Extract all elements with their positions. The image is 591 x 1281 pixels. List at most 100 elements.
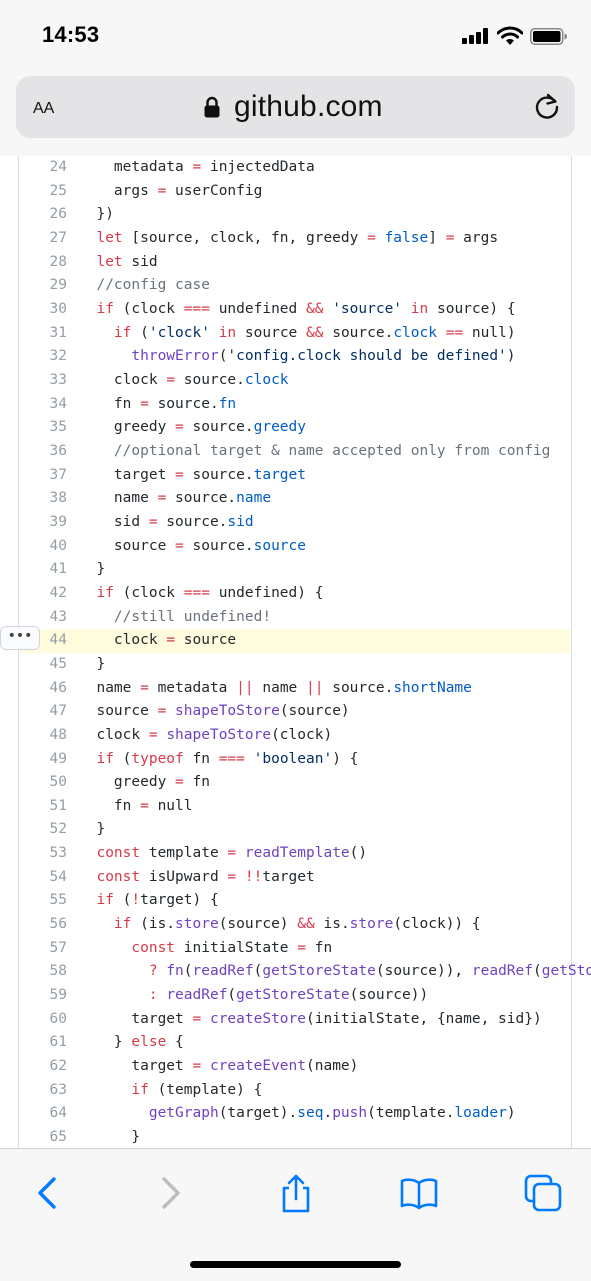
line-number[interactable]: 46 — [49, 679, 67, 696]
reload-icon[interactable] — [533, 93, 561, 121]
code-token: (is. — [131, 916, 176, 933]
code-line: 52 } — [19, 818, 570, 842]
back-icon[interactable] — [28, 1173, 68, 1213]
code-token: shapeToStore — [166, 726, 272, 743]
line-number[interactable]: 57 — [49, 939, 67, 956]
code-token: === — [218, 750, 245, 767]
code-token: (name) — [306, 1058, 359, 1075]
code-line: 51 fn = null — [19, 795, 570, 819]
code-token: = — [175, 774, 184, 791]
line-number[interactable]: 31 — [49, 324, 67, 341]
code-text: args = userConfig — [79, 180, 262, 204]
code-line: 30 if (clock === undefined && 'source' i… — [19, 298, 570, 322]
line-number[interactable]: 43 — [49, 608, 67, 625]
line-number[interactable]: 25 — [49, 182, 67, 199]
code-token: target — [253, 466, 306, 483]
line-number[interactable]: 62 — [49, 1058, 67, 1075]
line-number[interactable]: 40 — [49, 537, 67, 554]
expand-lines-button[interactable]: ••• — [0, 626, 40, 650]
line-number[interactable]: 55 — [49, 892, 67, 909]
share-icon[interactable] — [276, 1173, 316, 1213]
line-number[interactable]: 36 — [49, 442, 67, 459]
line-number[interactable]: 61 — [49, 1034, 67, 1051]
line-number[interactable]: 38 — [49, 490, 67, 507]
tabs-icon[interactable] — [523, 1173, 563, 1213]
line-number[interactable]: 28 — [49, 253, 67, 270]
address-bar[interactable]: AA github.com — [16, 76, 575, 138]
code-text: }) — [79, 203, 113, 227]
bottom-toolbar — [0, 1148, 591, 1281]
line-number[interactable]: 63 — [49, 1081, 67, 1098]
code-token: (clock — [113, 584, 184, 601]
code-token: name — [79, 490, 158, 507]
code-token: target — [79, 1058, 193, 1075]
code-token: clock — [79, 726, 149, 743]
line-number[interactable]: 45 — [49, 655, 67, 672]
line-number[interactable]: 35 — [49, 419, 67, 436]
line-number[interactable]: 34 — [49, 395, 67, 412]
code-token: const — [79, 939, 176, 956]
code-text: const initialState = fn — [79, 937, 332, 961]
code-line: 43 //still undefined! — [19, 606, 570, 630]
line-number[interactable]: 24 — [49, 159, 67, 175]
code-line: 53 const template = readTemplate() — [19, 842, 570, 866]
line-number[interactable]: 50 — [49, 774, 67, 791]
code-token: = — [175, 466, 184, 483]
line-number[interactable]: 52 — [49, 821, 67, 838]
code-token: fn — [79, 797, 141, 814]
code-token: if — [79, 300, 114, 317]
code-text: //config case — [79, 274, 210, 298]
code-line: 64 getGraph(target).seq.push(template.lo… — [19, 1102, 570, 1126]
code-token: greedy — [79, 419, 176, 436]
code-token: false — [384, 229, 429, 246]
line-number[interactable]: 51 — [49, 797, 67, 814]
code-token: source. — [157, 513, 228, 530]
line-number[interactable]: 41 — [49, 561, 67, 578]
code-line: 36 //optional target & name accepted onl… — [19, 440, 570, 464]
code-token — [158, 727, 167, 743]
line-number[interactable]: 42 — [49, 584, 67, 601]
code-line: 55 if (!target) { — [19, 889, 570, 913]
line-number[interactable]: 65 — [49, 1129, 67, 1146]
line-number[interactable]: 54 — [49, 868, 67, 885]
line-number[interactable]: 60 — [49, 1010, 67, 1027]
line-number[interactable]: 48 — [49, 726, 67, 743]
code-token: = — [148, 726, 158, 743]
line-number[interactable]: 30 — [49, 300, 67, 317]
code-token: createEvent — [209, 1058, 306, 1075]
code-token: ( — [131, 324, 149, 341]
line-number[interactable]: 26 — [49, 206, 67, 223]
line-number[interactable]: 59 — [49, 987, 67, 1004]
code-token: ( — [253, 963, 263, 980]
code-token: name — [236, 490, 272, 507]
code-text: target = createEvent(name) — [79, 1055, 358, 1079]
code-text: greedy = fn — [79, 771, 210, 795]
line-number[interactable]: 53 — [49, 845, 67, 862]
reader-settings-button[interactable]: AA — [33, 93, 54, 119]
line-number[interactable]: 58 — [49, 963, 67, 980]
line-number[interactable]: 64 — [49, 1105, 67, 1122]
line-number[interactable]: 39 — [49, 513, 67, 530]
line-number[interactable]: 56 — [49, 916, 67, 933]
code-token: source. — [183, 537, 254, 554]
code-token: if — [79, 324, 132, 341]
line-number[interactable]: 33 — [49, 371, 67, 388]
line-number[interactable]: 37 — [49, 466, 67, 483]
bookmarks-icon[interactable] — [399, 1173, 439, 1213]
line-number[interactable]: 49 — [49, 750, 67, 767]
line-number[interactable]: 47 — [49, 703, 67, 720]
code-token: = — [175, 419, 184, 436]
url-domain[interactable]: github.com — [234, 90, 383, 123]
line-number[interactable]: 32 — [49, 348, 67, 365]
line-number[interactable]: 29 — [49, 277, 67, 294]
code-token: () — [349, 845, 368, 862]
code-token — [79, 963, 149, 979]
code-token — [323, 301, 332, 317]
line-number[interactable]: 27 — [49, 229, 67, 246]
code-text: //optional target & name accepted only f… — [79, 440, 551, 464]
code-token: source — [236, 324, 307, 341]
code-token: null — [148, 797, 193, 814]
code-token: source — [175, 632, 237, 649]
line-number[interactable]: 44 — [49, 632, 67, 649]
code-token: in — [218, 324, 237, 341]
